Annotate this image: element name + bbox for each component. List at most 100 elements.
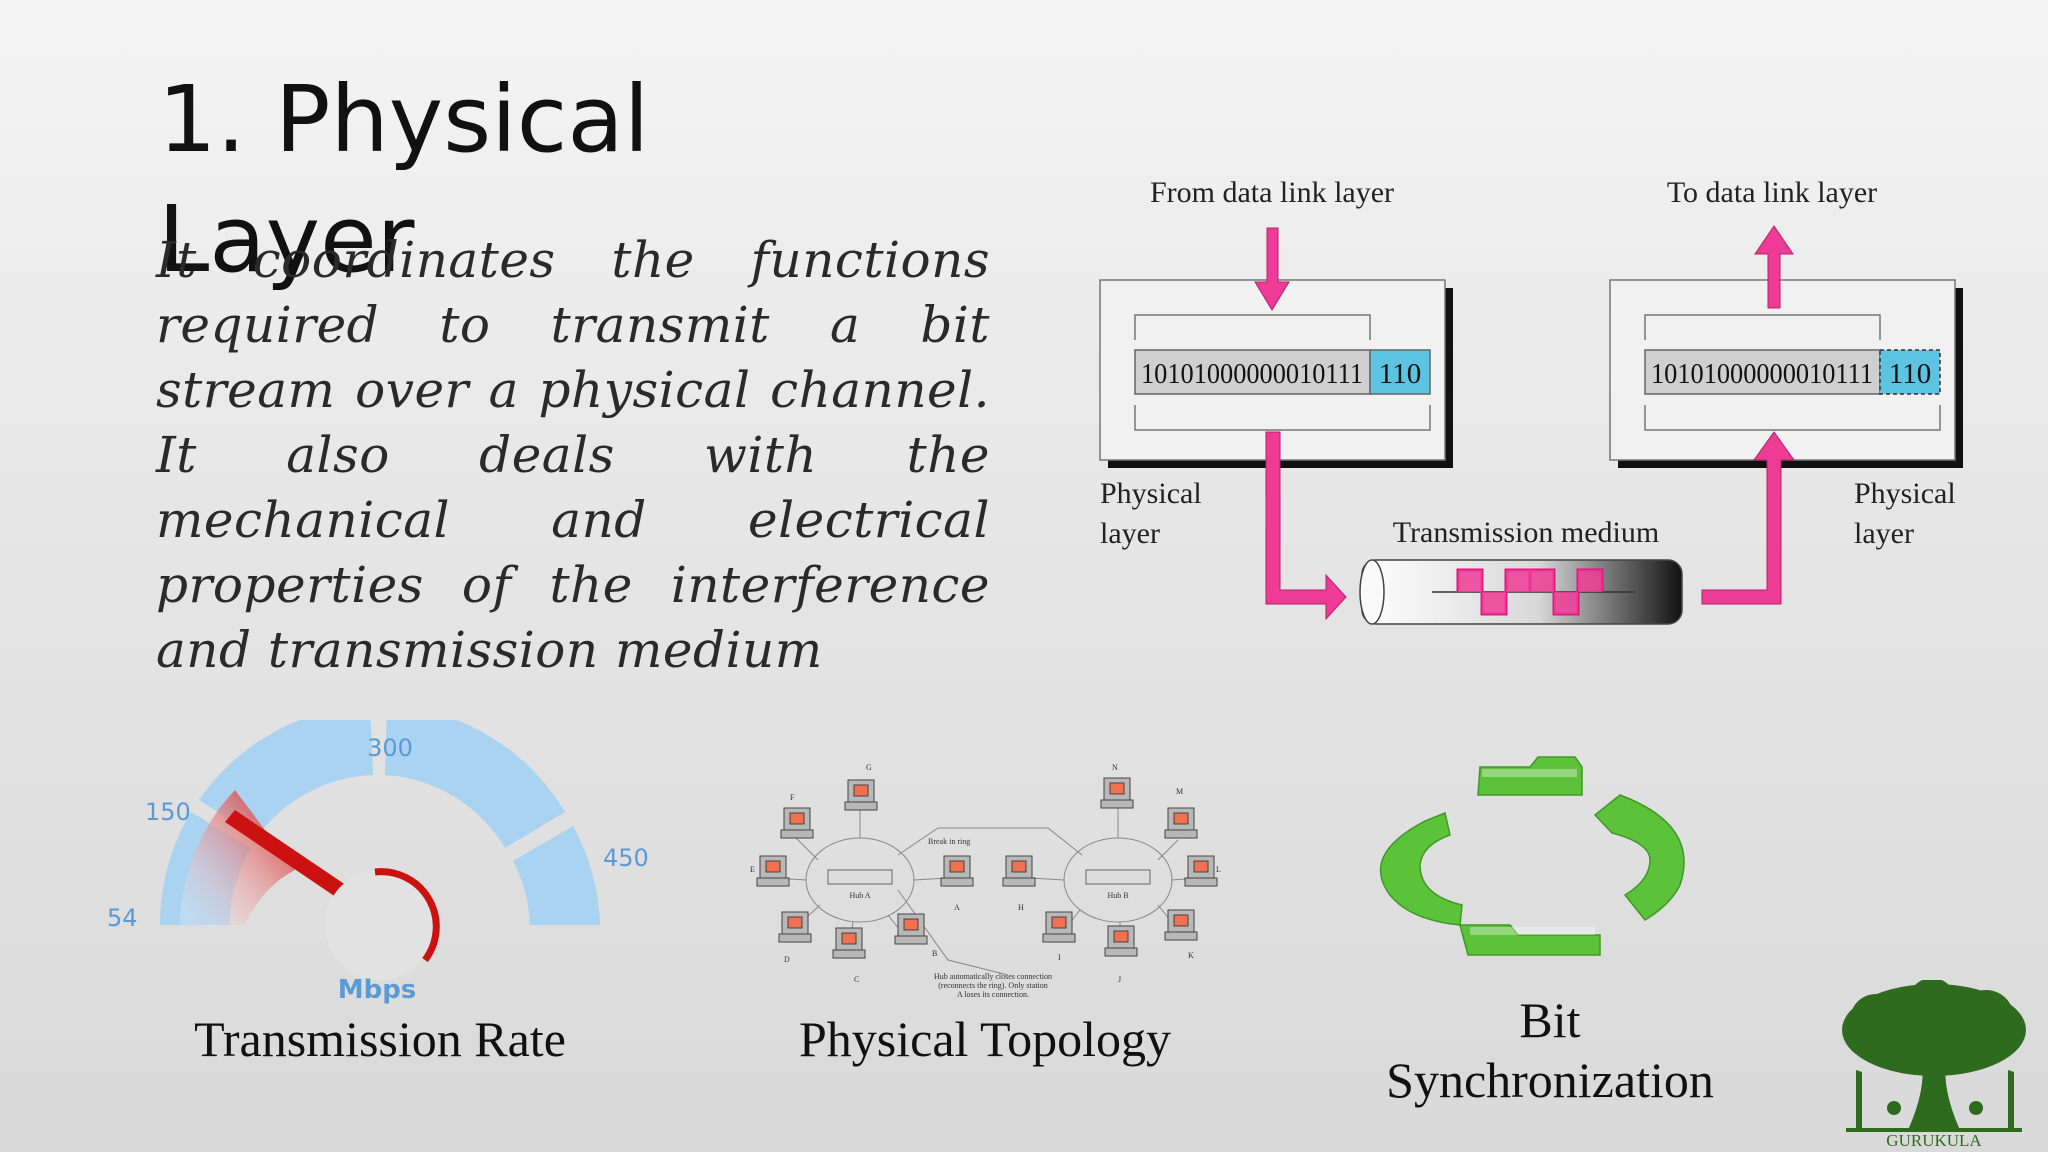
break-label: Break in ring [928,837,970,846]
ring-link-lower [897,889,1009,976]
node-label: K [1188,951,1194,960]
caption-bit-synchronization: Bit Synchronization [1290,990,1810,1110]
hub-a-label: Hub A [849,891,870,900]
transmission-medium-label: Transmission medium [1393,516,1659,549]
spoke [1029,877,1065,881]
computer-icon [832,927,866,959]
gauge-needle [225,810,365,910]
computer-icon [894,913,928,945]
sync-highlight [1470,927,1595,935]
node-label: N [1112,763,1118,772]
right-trailer-text: 110 [1889,358,1931,390]
right-bits-cell [1644,349,1881,395]
computer-icon [780,807,814,839]
computer-icon [1002,855,1036,887]
node-label: G [866,763,872,772]
sync-arrow-right [1593,794,1685,921]
sync-arrow-left [1379,811,1463,926]
topology-note-2: (reconnects the ring). Only station [938,981,1048,990]
sync-cycle-icon [1379,756,1685,956]
node-label: C [854,975,859,984]
tube-end-cap [1359,559,1385,625]
computer-icon [1164,909,1198,941]
body-paragraph: It coordinates the functions required to… [156,231,990,679]
right-physical-label-1: Physical [1854,477,1956,510]
computer-icon [778,911,812,943]
left-bits-cell [1134,349,1371,395]
logo-ground [1846,1128,2022,1132]
signal-fill-2 [1482,592,1506,614]
node-label: J [1118,975,1121,984]
computer-icon [844,779,878,811]
right-bracket-top [1644,314,1881,340]
computer-icon [1164,807,1198,839]
sync-highlight [1482,769,1577,777]
slide-title: 1. Physical Layer [158,66,650,293]
down-arrow-icon [1254,227,1290,311]
logo-wordmark: GURUKULA [1886,1131,1982,1150]
left-physical-label-2: layer [1100,517,1160,550]
gauge-tick-54: 54 [107,904,138,932]
to-data-link-label: To data link layer [1667,176,1877,209]
tree-leaf-cluster [1958,990,2014,1046]
computer-icon [1104,925,1138,957]
up-arrow-icon [1754,225,1794,309]
hub-b-label: Hub B [1107,891,1128,900]
gauge-hub-rim [374,868,440,963]
tree-leaf-cluster [1850,994,1902,1046]
computer-icons [756,777,1218,959]
sync-arrow-top [1477,756,1583,796]
hub-a-device [827,869,893,885]
signal-fill-3 [1506,570,1554,592]
left-trailer-cell [1369,349,1431,395]
signal-fill-5 [1578,570,1602,592]
computer-icon [1100,777,1134,809]
gauge-hub [325,870,435,980]
from-data-link-label: From data link layer [1150,176,1394,209]
node-label: I [1058,953,1061,962]
right-bracket-bottom [1644,405,1941,431]
caption-transmission-rate: Transmission Rate [194,1011,566,1067]
gauge-tick-450: 450 [603,844,649,872]
spoke [792,834,819,861]
left-bracket-top [1134,314,1371,340]
tree-trunk [1908,1060,1960,1130]
computer-icon [756,855,790,887]
gauge-tick-150: 150 [145,798,191,826]
left-bracket-bottom [1134,405,1431,431]
student-figure-icon [1969,1101,1983,1115]
gauge-red-fill [180,790,295,925]
right-trailer-cell [1879,349,1941,395]
spoke [1157,839,1179,861]
signal-fill-1 [1458,570,1482,592]
topology-note-1: Hub automatically closes connection [934,972,1052,981]
computer-icon [1184,855,1218,887]
gauge-unit: Mbps [338,975,417,1005]
gauge-tick-300: 300 [367,734,413,762]
computer-icon [940,855,974,887]
speedometer-gauge: 54 150 300 450 Mbps [107,720,649,1005]
right-physical-label-2: layer [1854,517,1914,550]
node-label: A [954,903,960,912]
node-label: F [790,793,795,802]
node-label: E [750,865,755,874]
student-figure-icon [1887,1101,1901,1115]
gurukula-logo: GURUKULA [1842,980,2026,1150]
signal-fill-4 [1554,592,1578,614]
left-physical-label-1: Physical [1100,477,1202,510]
ring-link [897,827,1083,856]
network-topology-diagram: Hub A Hub B Break in ring Hub automatica… [750,763,1221,999]
sync-arrow-bottom [1459,924,1601,956]
computer-icon [1042,911,1076,943]
left-down-right-arrow-icon [1265,431,1347,621]
node-label: L [1216,865,1221,874]
tree-root [2008,1070,2014,1130]
node-label: B [932,949,937,958]
left-bits-text: 10101000000010111 [1141,358,1363,390]
right-up-arrow-icon [1701,431,1795,605]
node-label: M [1176,787,1183,796]
caption-sync-line-1: Bit [1519,992,1581,1048]
gauge-segment-4 [513,826,600,925]
node-label: H [1018,903,1024,912]
hub-b-device [1085,869,1151,885]
